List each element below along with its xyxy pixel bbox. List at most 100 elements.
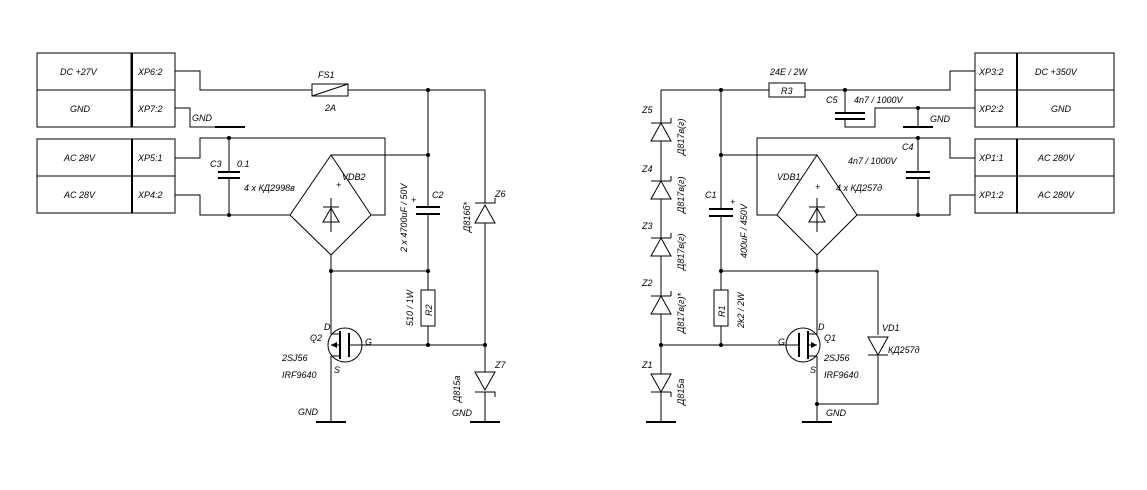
c4-value: 4n7 / 1000V [848,156,898,166]
q2-part2: IRF9640 [282,370,317,380]
gnd-label: GND [192,113,213,123]
resistor-r3: 24E / 2W R3 [768,67,809,98]
mosfet-q1: Q1 D G S 2SJ56 IRF9640 [778,322,859,422]
q2-g: G [365,337,372,347]
vdb2-value: 4 x КД2998в [244,183,295,193]
q2-d: D [324,322,331,332]
fs1-value: 2A [324,103,336,113]
r1-ref: R1 [717,305,727,317]
vdb2-ref: VDB2 [342,172,366,182]
q2-part1: 2SJ56 [281,353,308,363]
plus-sign: + [730,197,735,207]
r3-label: R3 [781,86,793,96]
c5-value: 4n7 / 1000V [854,95,904,105]
r2-ref: R2 [424,304,434,316]
vd1-value: КД257д [888,345,920,355]
zener-z4: Z4 Д817в(г) [641,164,686,214]
connector-pin: XP6:2 [137,67,163,77]
vdb1-ref: VDB1 [777,172,801,182]
c3-value: 0.1 [237,159,250,169]
z4-ref: Z4 [641,164,653,174]
zener-z6: Z6 Д816б* [462,189,506,372]
resistor-r1: R1 2k2 / 2W [713,289,746,345]
wire [175,70,312,91]
z2-value: Д817в(г)* [676,293,686,334]
wire [175,137,386,216]
z3-value: Д817в(г) [676,234,686,271]
mosfet-q2: Q2 D G S 2SJ56 IRF9640 [281,271,372,422]
zener-z5: Z5 Д817в(г) [641,105,686,156]
z5-value: Д817в(г) [676,119,686,156]
connector-pin: XP4:2 [137,190,163,200]
connector-pin: XP7:2 [137,104,163,114]
z4-value: Д817в(г) [676,177,686,214]
capacitor-c4: C4 4n7 / 1000V [848,138,930,215]
capacitor-c3: C3 0.1 [210,138,250,215]
gnd-label: GND [452,408,473,418]
connector-label: AC 28V [63,153,96,163]
plus-sign: + [815,182,820,192]
z6-ref: Z6 [494,189,506,199]
z6-value: Д816б* [462,202,472,233]
wire [805,70,975,91]
vdb1-value: 4 x КД257д [836,183,882,193]
wire [175,107,233,128]
resistor-r2: R2 510 / 1W [405,288,436,345]
connector-label: AC 28V [63,190,96,200]
connector-pin: XP5:1 [137,153,163,163]
connector-pin: XP2:2 [978,104,1004,114]
wire [756,137,975,216]
r1-value: 2k2 / 2W [736,291,746,329]
q1-d: D [818,322,825,332]
wire [857,194,975,216]
z7-value: Д815а [452,376,462,403]
z5-ref: Z5 [641,105,653,115]
q1-ref: Q1 [824,333,836,343]
connector-pin: XP1:2 [978,190,1004,200]
connector-pin: XP3:2 [978,67,1004,77]
c4-ref: C4 [902,142,914,152]
z1-ref: Z1 [641,360,653,370]
gnd-label: GND [298,407,319,417]
capacitor-c5: C5 4n7 / 1000V [826,90,975,128]
gnd-label: GND [826,408,847,418]
z7-ref: Z7 [494,360,506,370]
fs1-ref: FS1 [318,70,335,80]
c2-ref: C2 [432,190,444,200]
q1-part2: IRF9640 [824,370,859,380]
r3-ref: 24E / 2W [769,67,809,77]
gnd-label: GND [930,114,951,124]
c5-ref: C5 [826,95,838,105]
right-circuit: XP3:2 DC +350V XP2:2 GND XP1:1 AC 280V X… [641,52,1115,423]
wire [175,194,290,216]
connector-label: AC 280V [1037,153,1075,163]
capacitor-c1: + C1 400uF / 450V [705,90,749,290]
connector-label: AC 280V [1037,190,1075,200]
q2-ref: Q2 [310,333,322,343]
q1-part1: 2SJ56 [823,353,850,363]
c1-value: 400uF / 450V [739,203,749,258]
connector-label: DC +350V [1035,67,1078,77]
q1-s: S [810,365,816,375]
wire [817,270,879,335]
q2-s: S [334,365,340,375]
left-circuit: DC +27V XP6:2 GND XP7:2 AC 28V XP5:1 AC … [36,52,506,423]
q1-g: G [778,337,785,347]
bridge-vdb1: VDB1 4 x КД257д + [776,154,882,256]
diode-vd1: VD1 КД257д [817,323,920,405]
c2-value: 2 x 4700uF / 50V [399,183,409,253]
connector-label: DC +27V [60,67,98,77]
wire [348,89,486,203]
plus-sign: + [411,195,416,205]
z2-ref: Z2 [641,278,653,288]
connector-pin: XP1:1 [978,153,1004,163]
left-connector-block: DC +27V XP6:2 GND XP7:2 AC 28V XP5:1 AC … [36,52,176,214]
c3-ref: C3 [210,159,222,169]
bridge-vdb2: VDB2 4 x КД2998в + [244,154,372,256]
zener-z3: Z3 Д817в(г) [641,221,686,271]
zener-z1: Z1 Д815а [641,360,686,406]
connector-label: GND [1051,104,1072,114]
z1-value: Д815а [676,379,686,406]
